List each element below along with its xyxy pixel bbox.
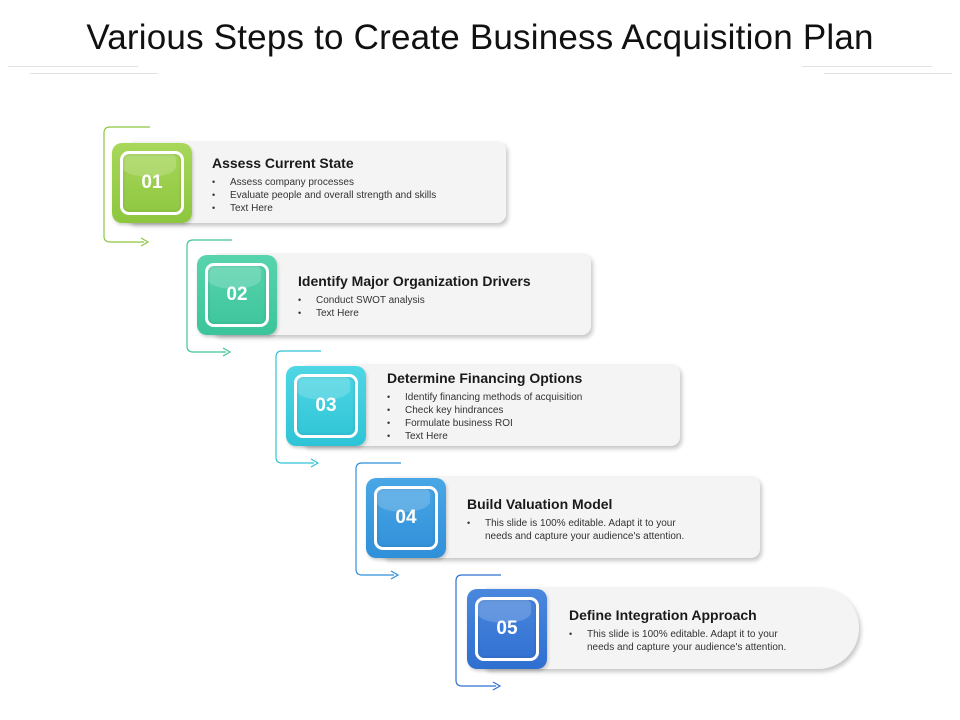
bullet-item: Text Here bbox=[387, 430, 582, 443]
step-text: Determine Financing Options Identify fin… bbox=[387, 370, 582, 443]
step-text: Define Integration Approach This slide i… bbox=[569, 607, 786, 654]
bullet-item: Text Here bbox=[212, 202, 436, 215]
step-number: 02 bbox=[205, 263, 269, 327]
title-rule-left-lower bbox=[30, 73, 158, 74]
step-number: 03 bbox=[294, 374, 358, 438]
bullet-item: Text Here bbox=[298, 307, 531, 320]
step-bullets: Assess company processes Evaluate people… bbox=[212, 176, 436, 215]
step-bullets: Identify financing methods of acquisitio… bbox=[387, 391, 582, 443]
step-number-badge: 02 bbox=[197, 255, 277, 335]
bullet-item: Identify financing methods of acquisitio… bbox=[387, 391, 582, 404]
bullet-item: Conduct SWOT analysis bbox=[298, 294, 531, 307]
title-rule-left bbox=[8, 66, 138, 67]
bullet-item: Check key hindrances bbox=[387, 404, 582, 417]
bullet-item: This slide is 100% editable. Adapt it to… bbox=[467, 517, 684, 530]
badge-gloss bbox=[296, 376, 350, 400]
step-number: 01 bbox=[120, 151, 184, 215]
step-bullets: This slide is 100% editable. Adapt it to… bbox=[569, 628, 786, 654]
step-number: 05 bbox=[475, 597, 539, 661]
title-rule-right bbox=[802, 66, 932, 67]
step-number-badge: 04 bbox=[366, 478, 446, 558]
step-text: Assess Current State Assess company proc… bbox=[212, 155, 436, 215]
step-heading: Identify Major Organization Drivers bbox=[298, 273, 531, 289]
step-bullets: Conduct SWOT analysis Text Here bbox=[298, 294, 531, 320]
step-05: 05 Define Integration Approach This slid… bbox=[467, 587, 861, 671]
step-heading: Assess Current State bbox=[212, 155, 354, 171]
badge-gloss bbox=[477, 599, 531, 623]
bullet-item-continued: needs and capture your audience's attent… bbox=[485, 531, 685, 542]
step-01: 01 Assess Current State Assess company p… bbox=[112, 141, 506, 225]
step-heading: Determine Financing Options bbox=[387, 370, 583, 386]
step-04: 04 Build Valuation Model This slide is 1… bbox=[366, 476, 760, 560]
title-rule-right-lower bbox=[824, 73, 952, 74]
step-number-badge: 03 bbox=[286, 366, 366, 446]
bullet-item-continued: needs and capture your audience's attent… bbox=[587, 642, 787, 653]
step-number-badge: 01 bbox=[112, 143, 192, 223]
step-heading: Build Valuation Model bbox=[467, 496, 613, 512]
page-title: Various Steps to Create Business Acquisi… bbox=[86, 18, 874, 57]
step-number: 04 bbox=[374, 486, 438, 550]
badge-gloss bbox=[122, 153, 176, 177]
bullet-item: Formulate business ROI bbox=[387, 417, 582, 430]
bullet-item: This slide is 100% editable. Adapt it to… bbox=[569, 628, 786, 641]
step-02: 02 Identify Major Organization Drivers C… bbox=[197, 253, 591, 337]
step-03: 03 Determine Financing Options Identify … bbox=[286, 364, 680, 448]
badge-gloss bbox=[376, 488, 430, 512]
step-text: Build Valuation Model This slide is 100%… bbox=[467, 496, 684, 543]
bullet-item: Evaluate people and overall strength and… bbox=[212, 189, 436, 202]
step-number-badge: 05 bbox=[467, 589, 547, 669]
bullet-item: Assess company processes bbox=[212, 176, 436, 189]
step-bullets: This slide is 100% editable. Adapt it to… bbox=[467, 517, 684, 543]
step-heading: Define Integration Approach bbox=[569, 607, 757, 623]
badge-gloss bbox=[207, 265, 261, 289]
step-text: Identify Major Organization Drivers Cond… bbox=[298, 273, 531, 320]
